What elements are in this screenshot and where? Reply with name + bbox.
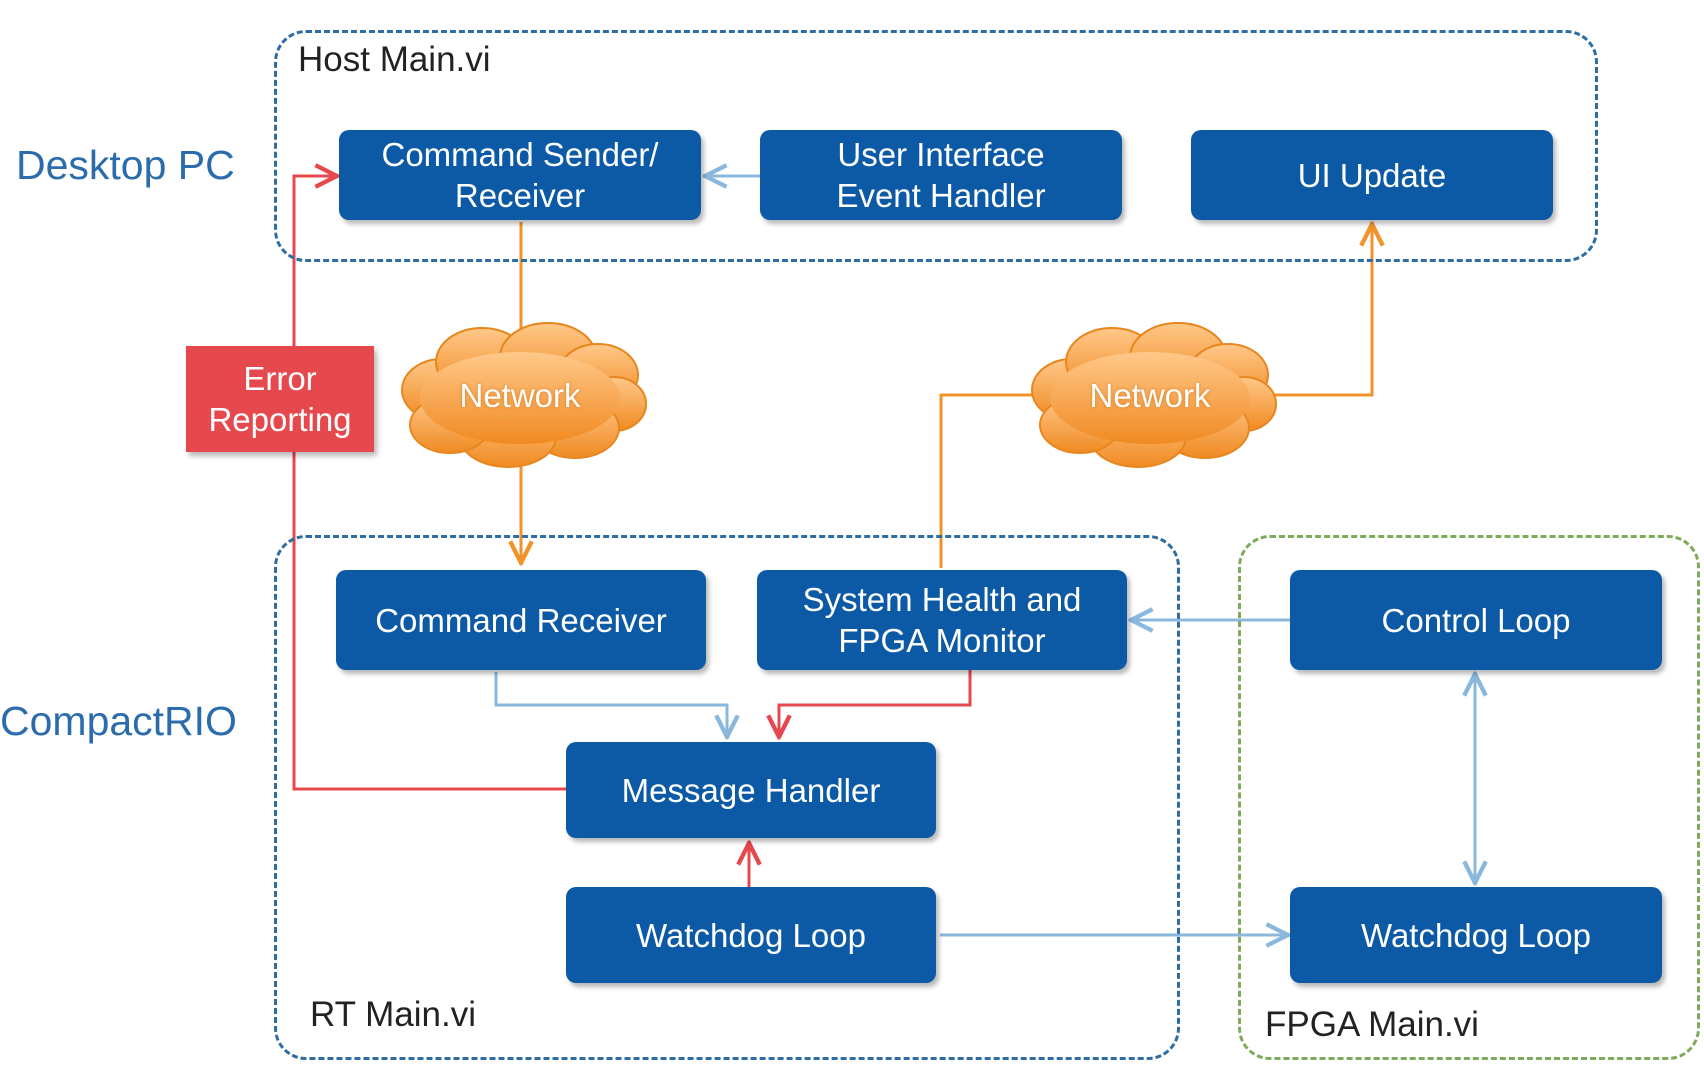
compactrio-label: CompactRIO — [0, 698, 237, 744]
network-left-label: Network — [459, 377, 581, 414]
command-sender-receiver-box: Command Sender/ Receiver — [339, 130, 701, 220]
fpga-main-group — [1238, 535, 1700, 1060]
arrow-health-to-network — [939, 393, 1040, 568]
rt-main-title: RT Main.vi — [310, 995, 476, 1034]
arrow-health-to-message-handler — [779, 670, 972, 737]
error-reporting-box: Error Reporting — [186, 346, 374, 452]
system-health-monitor-box: System Health and FPGA Monitor — [757, 570, 1127, 670]
fpga-main-title: FPGA Main.vi — [1265, 1005, 1479, 1044]
rt-watchdog-loop-box: Watchdog Loop — [566, 887, 936, 983]
arrow-network-to-ui-update — [1262, 224, 1372, 397]
command-receiver-box: Command Receiver — [336, 570, 706, 670]
host-main-group — [274, 30, 1598, 262]
network-cloud-left — [401, 322, 647, 468]
control-loop-box: Control Loop — [1290, 570, 1662, 670]
ui-event-handler-box: User Interface Event Handler — [760, 130, 1122, 220]
arrow-error-to-command-sender — [292, 176, 337, 346]
arrow-command-receiver-to-message-handler — [494, 672, 727, 737]
network-cloud-right — [1031, 322, 1277, 468]
rt-main-group — [274, 535, 1180, 1060]
network-right-label: Network — [1089, 377, 1211, 414]
fpga-watchdog-loop-box: Watchdog Loop — [1290, 887, 1662, 983]
host-main-title: Host Main.vi — [298, 40, 491, 79]
ui-update-box: UI Update — [1191, 130, 1553, 220]
message-handler-box: Message Handler — [566, 742, 936, 838]
desktop-pc-label: Desktop PC — [16, 142, 235, 188]
